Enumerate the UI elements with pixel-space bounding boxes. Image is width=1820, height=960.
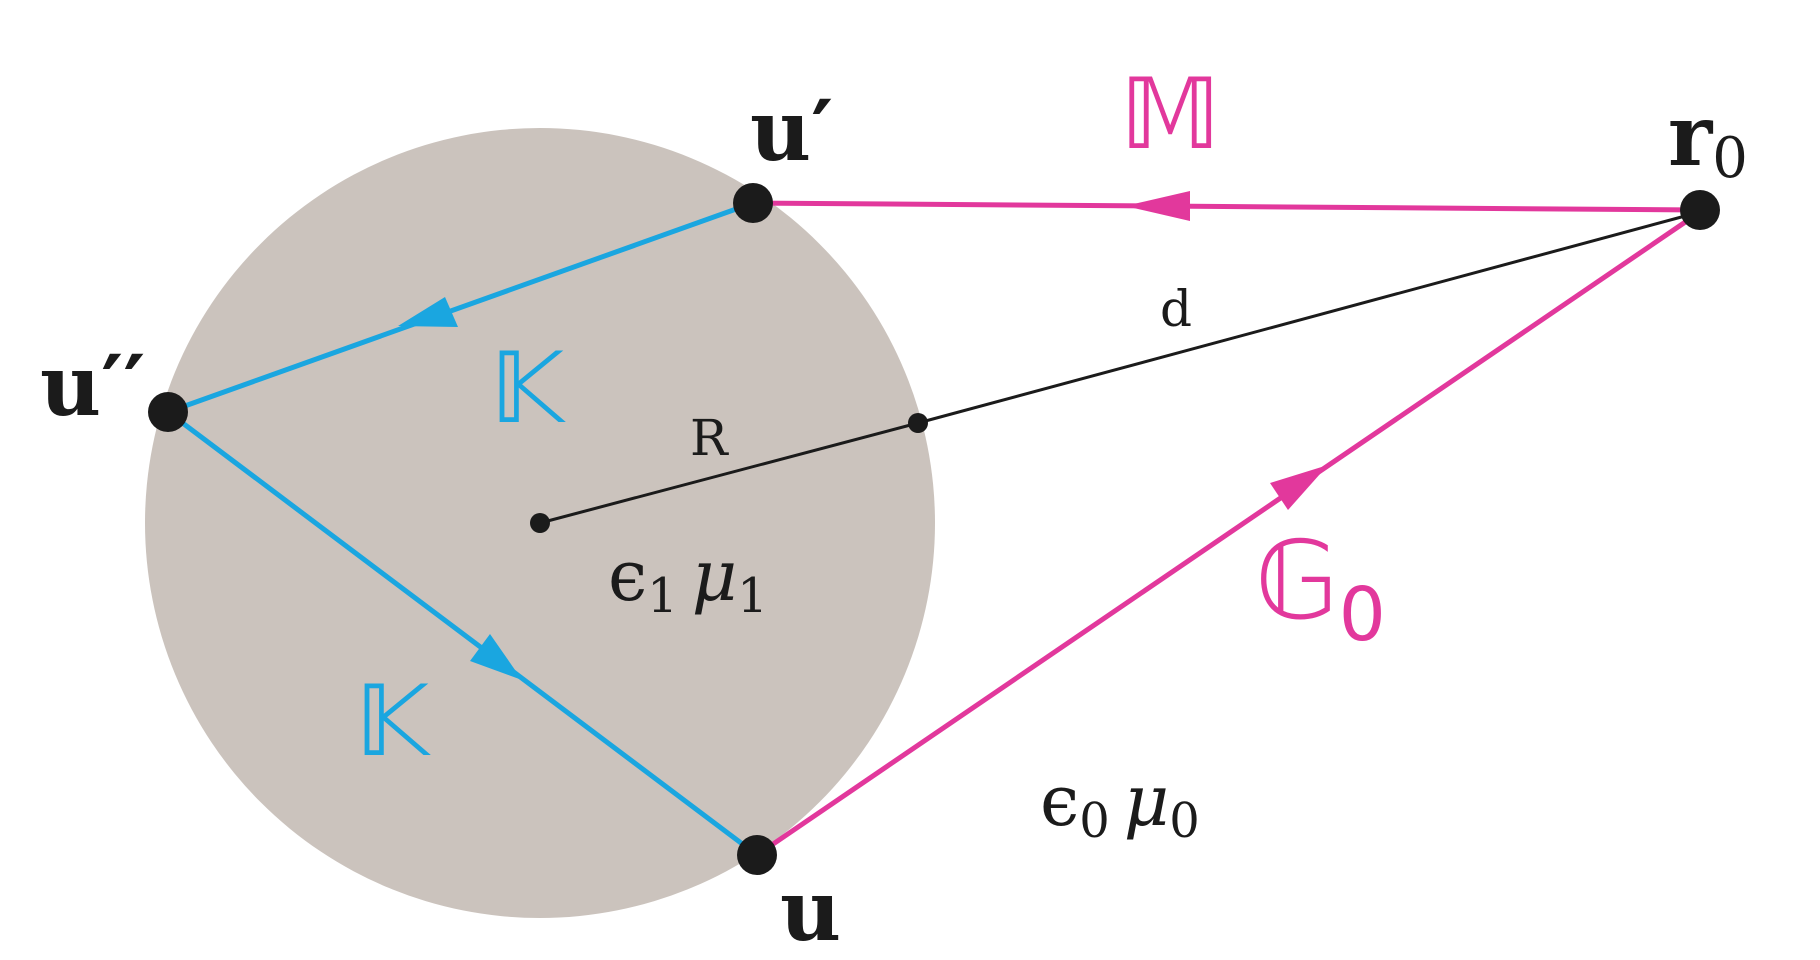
label-mu0: μ bbox=[1124, 760, 1170, 842]
k-path-upper-line bbox=[167, 200, 754, 415]
k-path-lower-arrowhead bbox=[470, 634, 522, 680]
label-k-lower: 𝕂 bbox=[355, 665, 431, 779]
label-m: 𝕄 bbox=[1120, 58, 1220, 172]
label-u-prime: u′ bbox=[750, 81, 833, 180]
label-eps1: ϵ bbox=[608, 535, 647, 617]
label-mu1: μ bbox=[692, 535, 738, 617]
point-u-prime bbox=[733, 183, 773, 223]
label-r0-main: r bbox=[1668, 86, 1714, 185]
label-eps0: ϵ bbox=[1040, 760, 1079, 842]
label-mu0-sub: 0 bbox=[1169, 793, 1200, 849]
sphere-center-point bbox=[530, 513, 550, 533]
label-k-upper: 𝕂 bbox=[490, 332, 566, 446]
label-mu1-sub: 1 bbox=[737, 568, 768, 624]
label-r0: r0 bbox=[1668, 86, 1748, 191]
distance-line bbox=[917, 210, 1701, 425]
point-u-double-prime bbox=[148, 392, 188, 432]
label-r0-sub: 0 bbox=[1712, 126, 1748, 191]
label-u-double-prime: u′′ bbox=[40, 336, 145, 435]
label-g0-main: 𝔾 bbox=[1255, 519, 1339, 644]
label-eps1-sub: 1 bbox=[647, 568, 678, 624]
k-path-upper-arrowhead bbox=[398, 297, 458, 327]
g0-path-line bbox=[755, 209, 1702, 858]
label-g0: 𝔾0 bbox=[1255, 519, 1386, 658]
g0-path-arrowhead bbox=[1270, 465, 1328, 510]
label-radius: R bbox=[690, 409, 729, 467]
m-path-arrowhead bbox=[1125, 191, 1190, 221]
label-g0-sub: 0 bbox=[1339, 572, 1386, 658]
radius-line bbox=[539, 421, 919, 525]
sphere-surface-point bbox=[908, 413, 928, 433]
m-path-line bbox=[752, 200, 1701, 213]
label-d: d bbox=[1160, 280, 1192, 338]
point-u bbox=[737, 835, 777, 875]
label-u: u bbox=[780, 861, 841, 960]
point-r0 bbox=[1680, 190, 1720, 230]
k-path-lower-line bbox=[166, 410, 759, 857]
label-eps0-sub: 0 bbox=[1079, 793, 1110, 849]
